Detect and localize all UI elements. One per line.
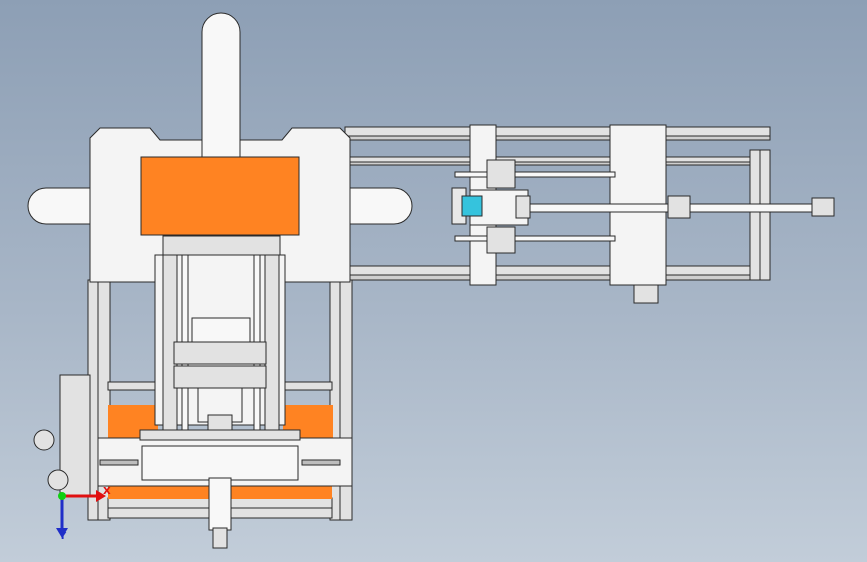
guide-rods (454, 171, 826, 242)
cyan-coupling (461, 195, 483, 217)
orange-motor-block (140, 156, 300, 236)
lower-cross-plate (97, 429, 353, 487)
lifting-assembly (154, 235, 286, 436)
bottom-shaft (208, 477, 232, 549)
linear-carriage (451, 159, 531, 254)
x-axis-label: X (103, 486, 111, 497)
cylinder-right-end (667, 195, 835, 219)
y-axis-label: Y (59, 531, 67, 542)
vertical-mast (201, 12, 241, 161)
left-side-bracket (33, 374, 91, 496)
coordinate-triad (56, 490, 106, 538)
